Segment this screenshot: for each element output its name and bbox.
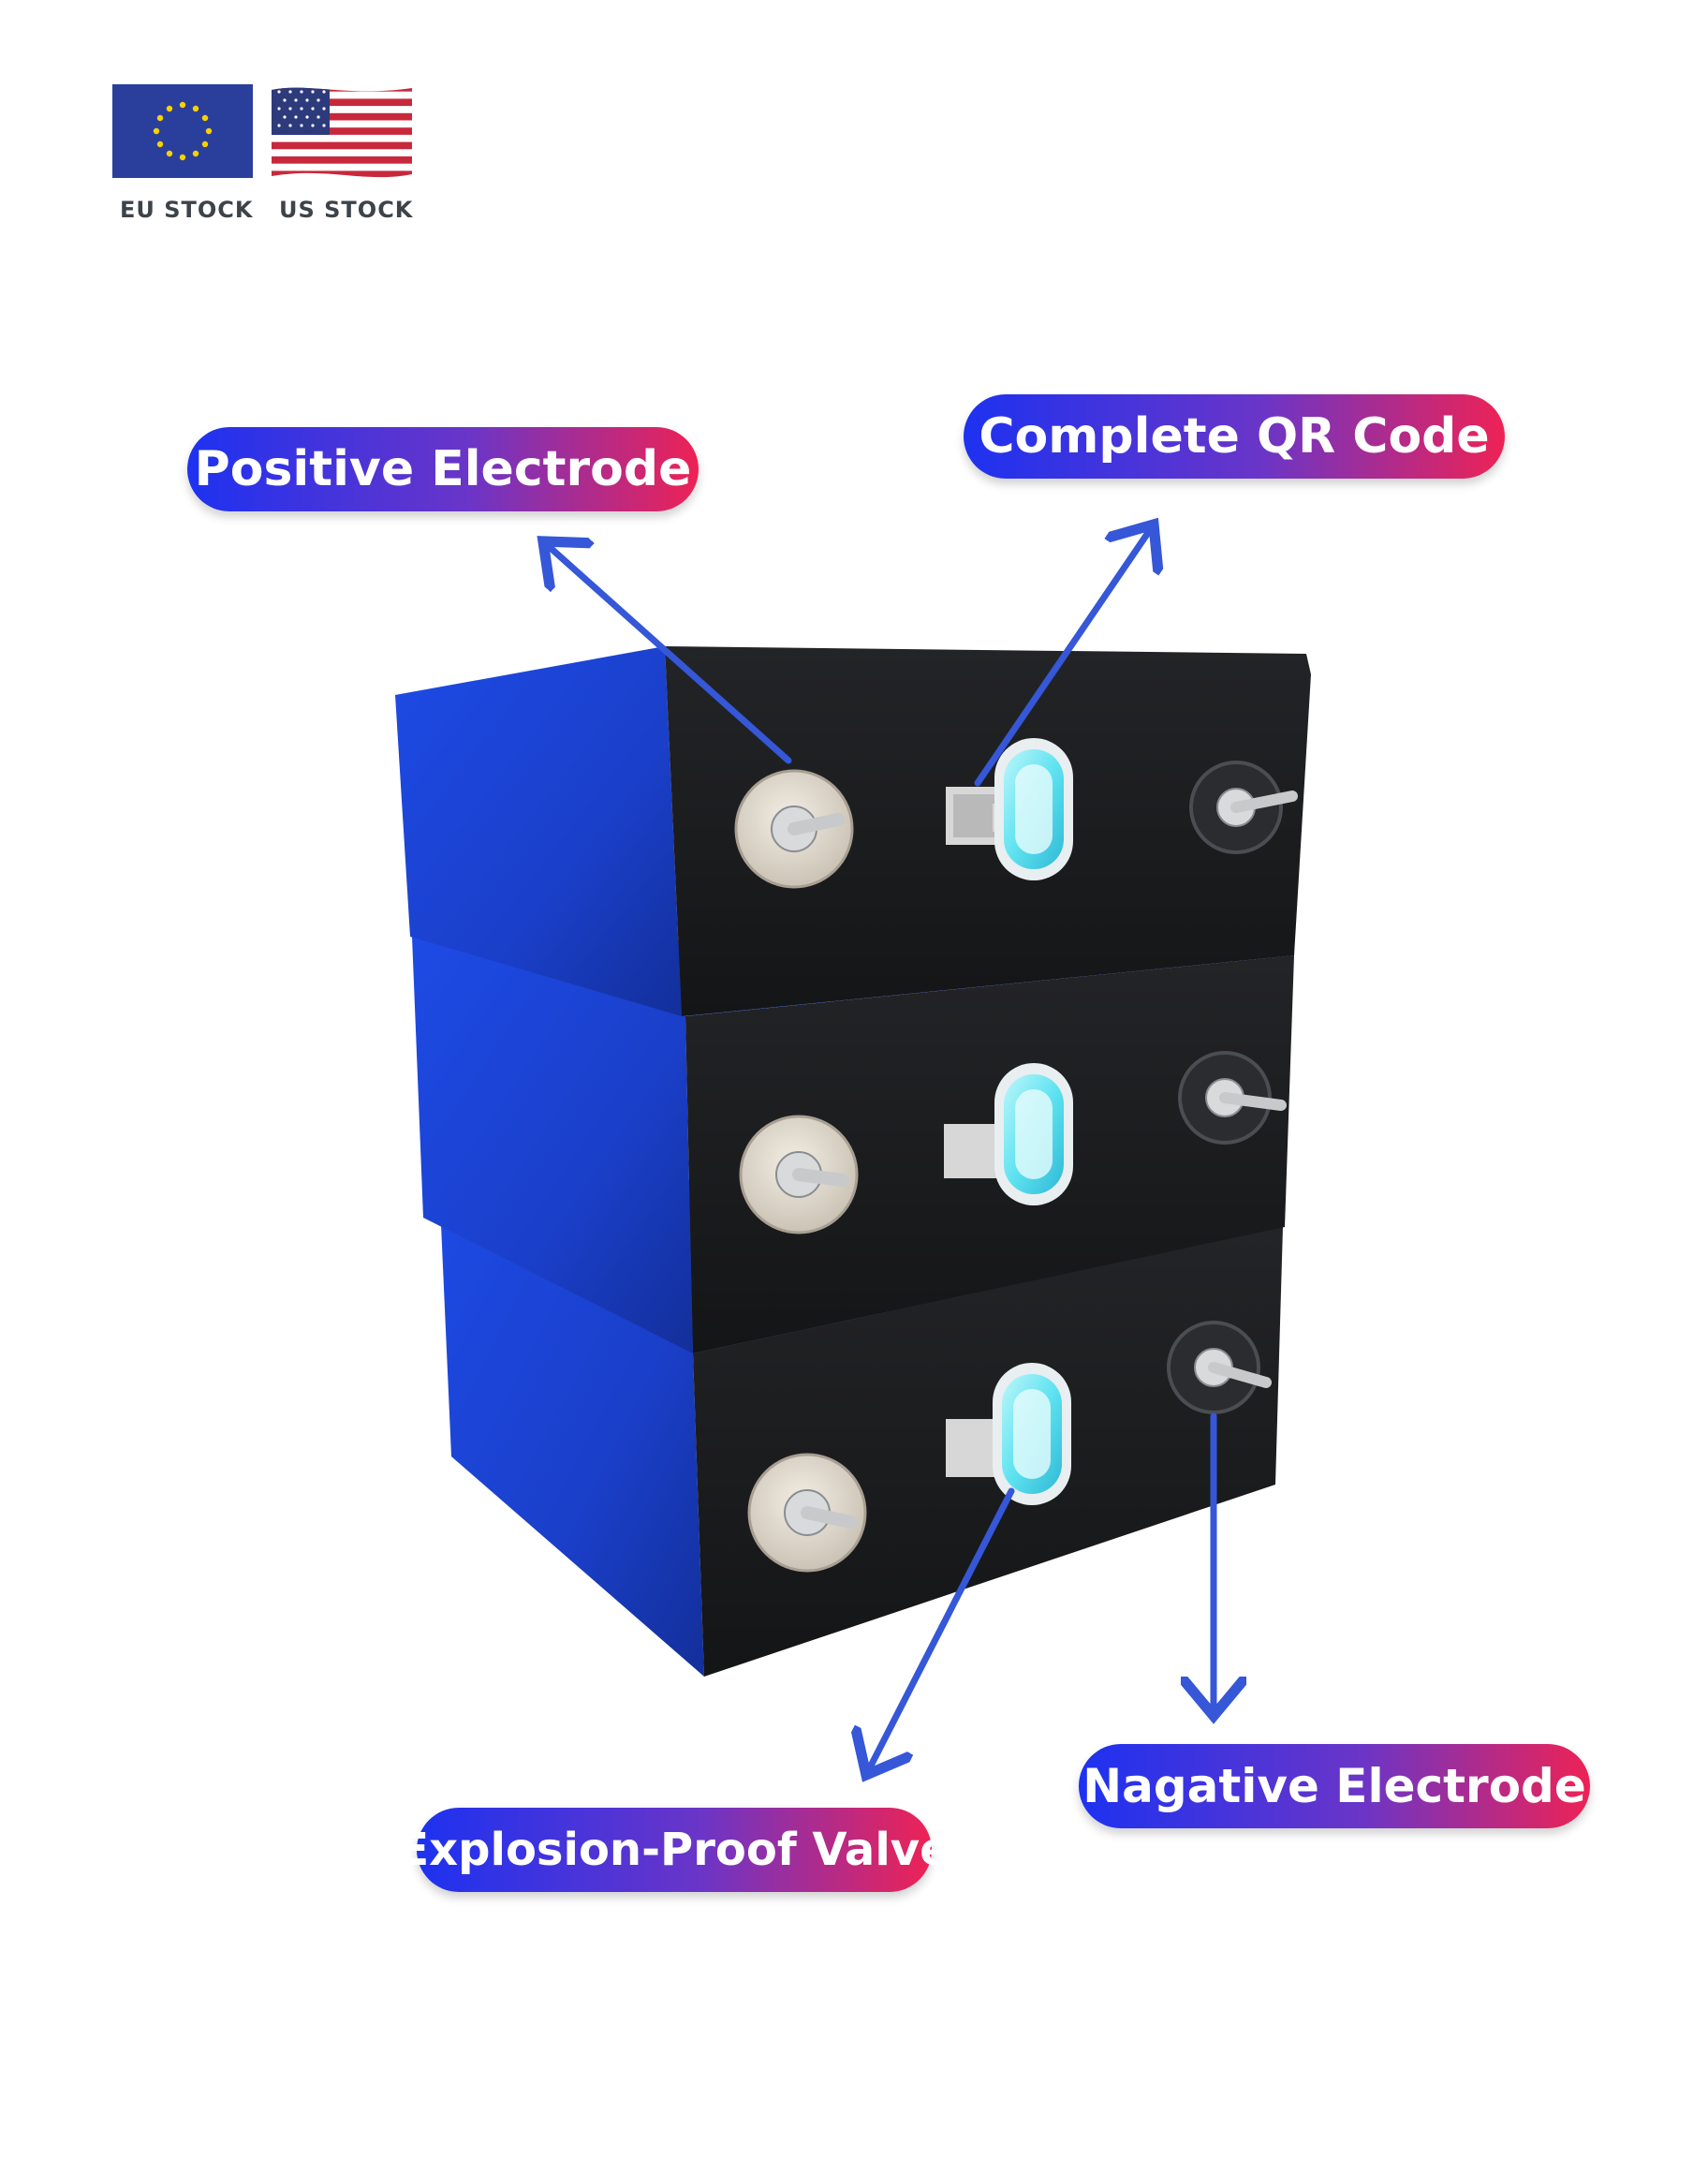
eu-stock-label: EU STOCK — [120, 197, 254, 223]
negative-electrode-callout: Nagative Electrode — [1079, 1744, 1590, 1828]
us-flag-icon — [272, 84, 412, 178]
terminals-top — [734, 738, 1298, 889]
positive-electrode-callout: Positive Electrode — [187, 427, 699, 511]
arrow-qr — [974, 525, 1154, 787]
qr-code-callout: Complete QR Code — [964, 394, 1505, 479]
explosion-proof-valve-callout: Explosion-Proof Valve — [398, 1808, 950, 1892]
terminals-bottom — [747, 1321, 1272, 1573]
us-stock-label: US STOCK — [279, 197, 414, 223]
arrow-valve — [866, 1487, 1015, 1775]
terminals-middle — [739, 1051, 1287, 1234]
eu-flag-icon — [112, 84, 253, 178]
arrow-positive — [543, 541, 792, 764]
